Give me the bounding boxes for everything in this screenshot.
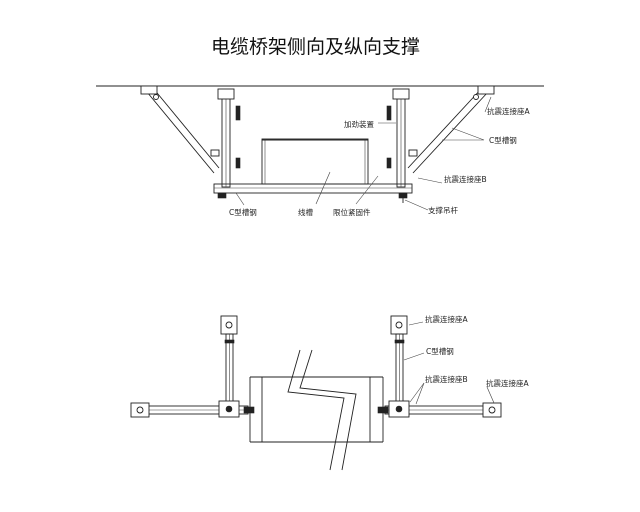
label-trough: 线槽 [298, 207, 313, 217]
label-seismic-seat-a-bottom-right: 抗震连接座A [486, 378, 529, 388]
label-hanger-rod: 支撑吊杆 [428, 205, 458, 215]
top-view: 加劲装置 抗震连接座A C型槽钢 抗震连接座B C型槽钢 线槽 限位紧固件 支撑… [96, 85, 544, 217]
label-seismic-seat-b-bottom: 抗震连接座B [425, 374, 468, 384]
right-assembly [377, 315, 502, 418]
left-vertical-channel [217, 88, 241, 188]
right-diagonal-brace [407, 85, 495, 174]
label-limit-fastener: 限位紧固件 [333, 207, 371, 217]
label-seismic-seat-a-bottom-top: 抗震连接座A [425, 314, 468, 324]
label-c-channel-bottom-view: C型槽钢 [426, 346, 454, 356]
right-vertical-channel [386, 88, 410, 188]
bottom-view: 抗震连接座A C型槽钢 抗震连接座B 抗震连接座A [130, 314, 529, 471]
left-diagonal-brace [140, 85, 220, 174]
cable-trough [261, 138, 369, 185]
bottom-leaders [403, 321, 495, 405]
label-c-channel-bottom: C型槽钢 [229, 207, 257, 217]
page-title: 电缆桥架侧向及纵向支撑 [211, 36, 420, 58]
tray-break-outline [249, 349, 384, 471]
label-c-channel-right: C型槽钢 [489, 135, 517, 145]
left-assembly [130, 315, 255, 418]
label-seismic-seat-a-top: 抗震连接座A [487, 106, 530, 116]
top-leaders [235, 96, 492, 211]
bottom-c-channel [213, 183, 413, 203]
label-seismic-seat-b-top: 抗震连接座B [444, 174, 487, 184]
label-reinforce-device: 加劲装置 [344, 119, 374, 129]
